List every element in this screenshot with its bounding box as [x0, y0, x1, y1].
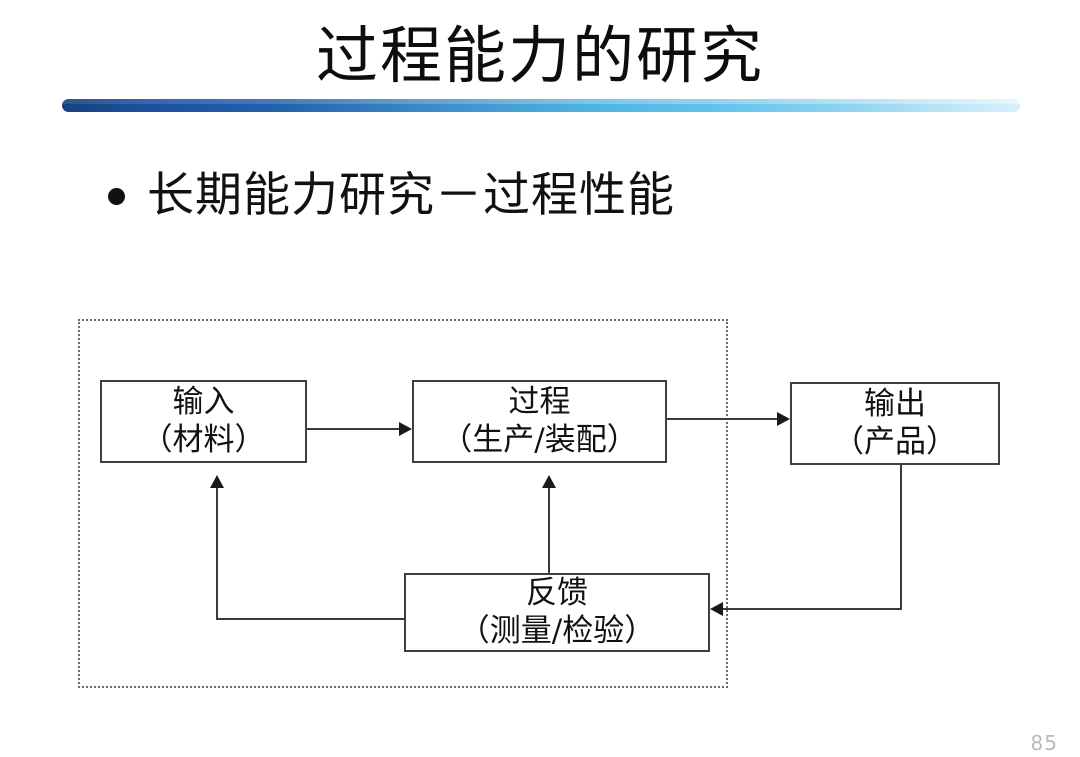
bullet-item-label: 长期能力研究－过程性能 [147, 168, 675, 223]
diagram-node-feedback: 反馈 （测量/检验） [404, 573, 710, 652]
page-number: 85 [1030, 731, 1058, 755]
diagram-node-input: 输入 （材料） [100, 380, 307, 463]
arrow-left-icon [710, 602, 723, 616]
title-accent-bar [62, 99, 1020, 112]
connector-feedback-to-input-horizontal [216, 618, 405, 620]
arrow-up-icon [210, 475, 224, 488]
diagram-node-output-line1: 输出 [864, 386, 926, 422]
process-boundary-dotted [78, 319, 728, 688]
diagram-node-input-line2: （材料） [141, 422, 266, 458]
connector-process-to-output-line [667, 418, 778, 420]
diagram-node-feedback-line1: 反馈 [526, 575, 588, 611]
connector-feedback-to-process-line [548, 487, 550, 574]
connector-output-to-feedback-horizontal [722, 608, 902, 610]
diagram-node-feedback-line2: （测量/检验） [458, 613, 656, 649]
bullet-item: 长期能力研究－过程性能 [108, 166, 675, 226]
diagram-node-output: 输出 （产品） [790, 382, 1000, 465]
page-title: 过程能力的研究 [315, 19, 764, 92]
diagram-node-input-line1: 输入 [172, 384, 235, 420]
connector-input-to-process-line [307, 428, 401, 430]
arrow-up-icon [542, 475, 556, 488]
connector-output-to-feedback-vertical [900, 465, 902, 610]
arrow-right-icon [777, 412, 790, 426]
diagram-node-process-line2: （生产/装配） [441, 422, 638, 458]
connector-feedback-to-input-vertical [216, 487, 218, 620]
arrow-right-icon [399, 422, 412, 436]
diagram-node-process-line1: 过程 [508, 384, 571, 420]
bullet-dot-icon [108, 187, 125, 205]
diagram-node-output-line2: （产品） [833, 424, 957, 460]
diagram-node-process: 过程 （生产/装配） [412, 380, 667, 463]
